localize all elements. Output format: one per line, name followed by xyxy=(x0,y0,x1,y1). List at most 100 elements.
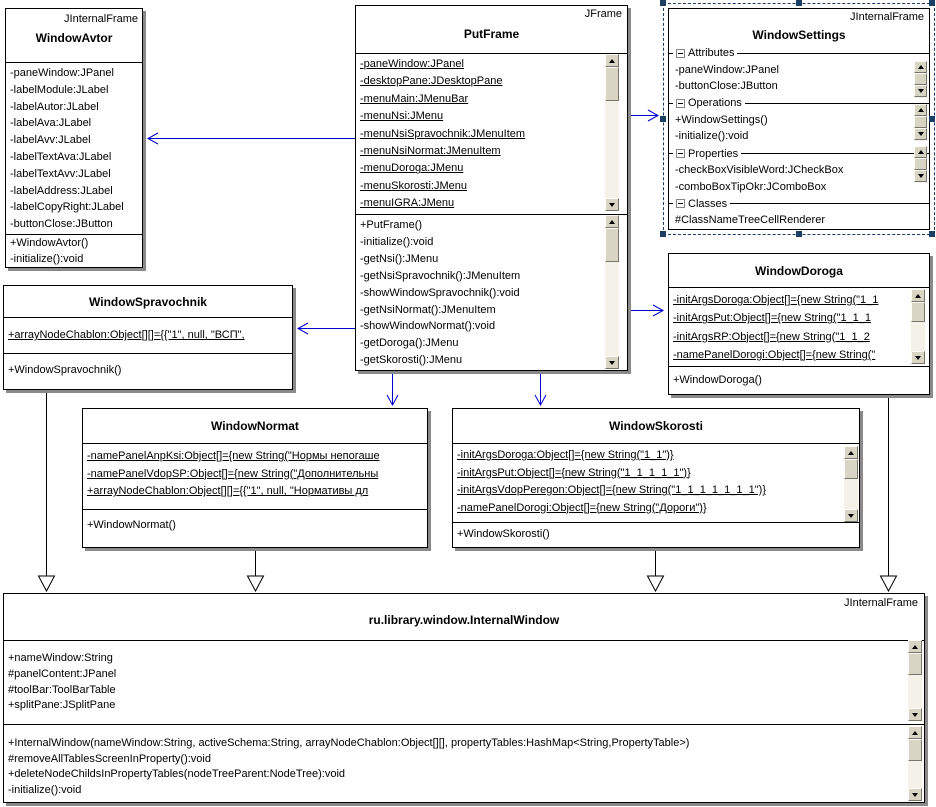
selection-handle[interactable] xyxy=(660,0,666,6)
operation[interactable]: -getNsiSpravochnik():JMenuItem xyxy=(360,269,521,282)
class-box-windowsettings[interactable]: JInternalFrame WindowSettings Attributes… xyxy=(668,8,930,230)
scrollbar[interactable] xyxy=(914,61,927,98)
attribute[interactable]: -labelCopyRight:JLabel xyxy=(10,201,124,214)
scrollbar[interactable] xyxy=(911,289,925,364)
class-box-windowspravochnik[interactable]: WindowSpravochnik +arrayNodeChablon:Obje… xyxy=(3,285,293,390)
attribute[interactable]: #toolBar:ToolBarTable xyxy=(8,683,116,696)
attribute[interactable]: -namePanelAnpKsi:Object[]={new String("Н… xyxy=(87,450,380,462)
class-box-windownormat[interactable]: WindowNormat -namePanelAnpKsi:Object[]={… xyxy=(82,408,428,548)
attribute[interactable]: -initArgsDoroga:Object[]={new String("1_… xyxy=(457,449,674,461)
collapse-icon[interactable] xyxy=(676,199,685,209)
operation[interactable]: +deleteNodeChildsInPropertyTables(nodeTr… xyxy=(8,768,346,781)
attribute[interactable]: +arrayNodeChablon:Object[][]={{"1", null… xyxy=(8,329,245,341)
scroll-down-button[interactable] xyxy=(605,198,619,211)
scroll-down-button[interactable] xyxy=(908,788,922,801)
operation[interactable]: -initialize():void xyxy=(10,252,84,265)
scrollbar[interactable] xyxy=(908,640,922,721)
scrollbar-track[interactable] xyxy=(908,761,922,788)
scrollbar-track[interactable] xyxy=(911,322,925,351)
scroll-up-button[interactable] xyxy=(605,215,619,228)
scrollbar[interactable] xyxy=(908,726,922,801)
scrollbar[interactable] xyxy=(914,104,927,141)
scrollbar-thumb[interactable] xyxy=(914,116,927,128)
operation[interactable]: -showWindowSpravochnik():void xyxy=(360,286,520,299)
attribute[interactable]: -menuNsi:JMenu xyxy=(360,110,444,123)
scrollbar[interactable] xyxy=(844,446,858,522)
attribute[interactable]: -paneWindow:JPanel xyxy=(360,58,464,70)
attribute[interactable]: -namePanelVdopSP:Object[]={new String("Д… xyxy=(87,467,379,480)
selection-handle[interactable] xyxy=(929,116,935,122)
section-header-operations[interactable]: Operations xyxy=(669,95,929,112)
scrollbar-thumb[interactable] xyxy=(914,73,927,85)
scrollbar[interactable] xyxy=(914,146,927,183)
attribute[interactable]: -buttonClose:JButton xyxy=(10,218,113,231)
operation[interactable]: -showWindowNormat():void xyxy=(360,320,496,333)
scrollbar-thumb[interactable] xyxy=(911,302,925,322)
operation[interactable]: -getNsiNormat():JMenuItem xyxy=(360,303,496,316)
class-box-windowdoroga[interactable]: WindowDoroga -initArgsDoroga:Object[]={n… xyxy=(668,253,930,395)
attribute[interactable]: -initArgsPut:Object[]={new String("1_1_1 xyxy=(673,312,872,325)
scroll-down-button[interactable] xyxy=(911,351,925,364)
selection-handle[interactable] xyxy=(929,231,935,237)
scroll-up-button[interactable] xyxy=(908,726,922,739)
scrollbar-thumb[interactable] xyxy=(914,158,927,170)
attribute[interactable]: -labelAva:JLabel xyxy=(10,117,92,130)
operation[interactable]: #removeAllTablesScreenInProperty():void xyxy=(8,752,211,765)
attribute[interactable]: +splitPane:JSplitPane xyxy=(8,699,116,712)
attribute[interactable]: -menuSkorosti:JMenu xyxy=(360,179,467,192)
attribute[interactable]: -labelTextAva:JLabel xyxy=(10,150,112,163)
operation[interactable]: -getSkorosti():JMenu xyxy=(360,354,463,367)
attribute[interactable]: -initArgsRP:Object[]={new String("1_1_2 xyxy=(673,330,870,343)
attribute[interactable]: #panelContent:JPanel xyxy=(8,667,117,680)
collapse-icon[interactable] xyxy=(676,98,685,108)
scrollbar[interactable] xyxy=(605,215,619,369)
operation[interactable]: -initialize():void xyxy=(675,130,749,143)
scroll-down-button[interactable] xyxy=(914,85,927,97)
attribute[interactable]: -namePanelDorogi:Object[]={new String("Д… xyxy=(457,501,707,514)
operation[interactable]: -getNsi():JMenu xyxy=(360,252,439,265)
operation[interactable]: +InternalWindow(nameWindow:String, activ… xyxy=(8,737,690,749)
attribute[interactable]: -desktopPane:JDesktopPane xyxy=(360,75,503,88)
scrollbar-track[interactable] xyxy=(908,675,922,708)
scroll-up-button[interactable] xyxy=(914,146,927,158)
selection-handle[interactable] xyxy=(796,231,802,237)
class-box-putframe[interactable]: JFrame PutFrame -paneWindow:JPanel -desk… xyxy=(355,5,628,371)
scroll-down-button[interactable] xyxy=(914,170,927,182)
scroll-up-button[interactable] xyxy=(605,54,619,67)
scrollbar-thumb[interactable] xyxy=(605,228,619,262)
scrollbar-thumb[interactable] xyxy=(844,459,858,479)
class-box-windowavtor[interactable]: JInternalFrame WindowAvtor -paneWindow:J… xyxy=(5,8,143,268)
attribute[interactable]: -labelAutor:JLabel xyxy=(10,100,99,113)
scroll-up-button[interactable] xyxy=(911,289,925,302)
section-header-attributes[interactable]: Attributes xyxy=(669,45,929,62)
selection-handle[interactable] xyxy=(929,0,935,6)
collapse-icon[interactable] xyxy=(676,48,685,58)
nested-class[interactable]: #ClassNameTreeCellRenderer xyxy=(675,213,825,226)
attribute[interactable]: -namePanelDorogi:Object[]={new String(" xyxy=(673,348,876,361)
attribute[interactable]: -menuDoroga:JMenu xyxy=(360,162,464,175)
selection-handle[interactable] xyxy=(660,231,666,237)
scrollbar-track[interactable] xyxy=(844,479,858,509)
section-header-classes[interactable]: Classes xyxy=(669,195,929,212)
scroll-down-button[interactable] xyxy=(914,128,927,140)
operation[interactable]: +WindowSkorosti() xyxy=(457,528,550,540)
attribute[interactable]: -menuNsiSpravochnik:JMenuItem xyxy=(360,127,526,140)
scroll-down-button[interactable] xyxy=(908,708,922,721)
operation[interactable]: +WindowSettings() xyxy=(675,113,768,126)
scrollbar-thumb[interactable] xyxy=(605,67,619,101)
selection-handle[interactable] xyxy=(796,0,802,6)
attribute[interactable]: -labelTextAvv:JLabel xyxy=(10,167,111,180)
operation[interactable]: +PutFrame() xyxy=(360,219,423,231)
selection-handle[interactable] xyxy=(660,116,666,122)
class-box-windowskorosti[interactable]: WindowSkorosti -initArgsDoroga:Object[]=… xyxy=(452,408,860,548)
attribute[interactable]: -initArgsDoroga:Object[]={new String("1_… xyxy=(673,294,879,306)
operation[interactable]: -getDoroga():JMenu xyxy=(360,337,459,350)
attribute[interactable]: -labelAvv:JLabel xyxy=(10,134,91,147)
operation[interactable]: +WindowSpravochnik() xyxy=(8,364,122,376)
operation[interactable]: -initialize():void xyxy=(8,784,82,797)
scroll-up-button[interactable] xyxy=(914,104,927,116)
property[interactable]: -comboBoxTipOkr:JComboBox xyxy=(675,180,827,193)
class-box-internalwindow[interactable]: JInternalFrame ru.library.window.Interna… xyxy=(3,593,925,803)
property[interactable]: -checkBoxVisibleWord:JCheckBox xyxy=(675,163,844,176)
attribute[interactable]: +nameWindow:String xyxy=(8,652,113,664)
